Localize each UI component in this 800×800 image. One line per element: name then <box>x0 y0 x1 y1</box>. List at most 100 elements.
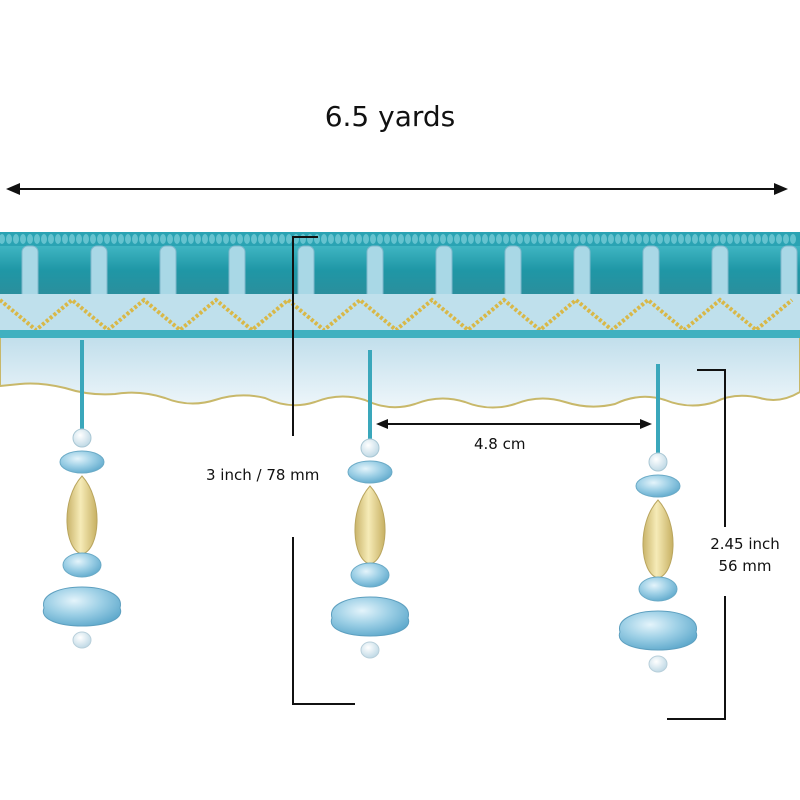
braid-knot <box>125 234 131 244</box>
height-bracket <box>292 236 355 705</box>
braid-knot <box>251 234 257 244</box>
braid-knot <box>314 234 320 244</box>
braid-knot <box>0 234 5 244</box>
braid-knot <box>216 234 222 244</box>
thread-loop <box>711 245 729 303</box>
braid-knot <box>405 234 411 244</box>
braid-knot <box>202 234 208 244</box>
braid-knot <box>636 234 642 244</box>
braid-knot <box>69 234 75 244</box>
braid-knot <box>524 234 530 244</box>
thread-loop <box>90 245 108 303</box>
braid-knot <box>153 234 159 244</box>
braid-knot <box>258 234 264 244</box>
braid-knot <box>461 234 467 244</box>
braid-knot <box>174 234 180 244</box>
spacing-label: 4.8 cm <box>474 435 526 453</box>
braid-knot <box>13 234 19 244</box>
thread-loop <box>780 245 798 303</box>
braid-knot <box>629 234 635 244</box>
braid-knot <box>55 234 61 244</box>
thread-loop <box>159 245 177 303</box>
thread-loop <box>228 245 246 303</box>
spacing-arrow <box>376 419 652 429</box>
braid-knot <box>328 234 334 244</box>
braid-knot <box>83 234 89 244</box>
braid-knot <box>573 234 579 244</box>
braid-knot <box>713 234 719 244</box>
braid-knot <box>272 234 278 244</box>
braid-knot <box>223 234 229 244</box>
braid-knot <box>468 234 474 244</box>
braid-knot <box>433 234 439 244</box>
braid-knot <box>503 234 509 244</box>
braid-knot <box>139 234 145 244</box>
braid-knot <box>370 234 376 244</box>
braid-knot <box>181 234 187 244</box>
braid-knot <box>349 234 355 244</box>
braid-knot <box>412 234 418 244</box>
braid-knot <box>741 234 747 244</box>
braid-knot <box>517 234 523 244</box>
braid-knot <box>41 234 47 244</box>
braid-knot <box>160 234 166 244</box>
thread-loop <box>435 245 453 303</box>
height-label: 3 inch / 78 mm <box>206 466 320 484</box>
braid-knot <box>342 234 348 244</box>
braid-knot <box>6 234 12 244</box>
braid-knot <box>748 234 754 244</box>
braid-knot <box>104 234 110 244</box>
thread-loop <box>573 245 591 303</box>
braid-knot <box>265 234 271 244</box>
braid-knot <box>678 234 684 244</box>
braid-knot <box>566 234 572 244</box>
thread-loop <box>366 245 384 303</box>
braid-knot <box>608 234 614 244</box>
braid-knot <box>622 234 628 244</box>
bead-tassel <box>42 340 122 649</box>
braid-knot <box>209 234 215 244</box>
braid-knot <box>118 234 124 244</box>
thread-loop <box>297 245 315 303</box>
braid-knot <box>538 234 544 244</box>
braid-knot <box>601 234 607 244</box>
braid-knot <box>111 234 117 244</box>
braid-knot <box>671 234 677 244</box>
braid-knot <box>146 234 152 244</box>
braid-knot <box>552 234 558 244</box>
braid-knot <box>706 234 712 244</box>
braid-texture <box>0 234 796 244</box>
braid-knot <box>776 234 782 244</box>
braid-knot <box>167 234 173 244</box>
braid-knot <box>510 234 516 244</box>
braid-knot <box>335 234 341 244</box>
braid-knot <box>587 234 593 244</box>
thread-loop <box>21 245 39 303</box>
braid-knot <box>657 234 663 244</box>
bead-tassel <box>330 350 410 659</box>
thread-loop <box>642 245 660 303</box>
braid-knot <box>48 234 54 244</box>
braid-knot <box>76 234 82 244</box>
braid-knot <box>34 234 40 244</box>
drop-label-inch: 2.45 inch <box>710 535 780 553</box>
braid-knot <box>727 234 733 244</box>
braid-knot <box>692 234 698 244</box>
braid-knot <box>762 234 768 244</box>
braid-knot <box>279 234 285 244</box>
braid-knot <box>321 234 327 244</box>
length-arrow <box>6 183 788 195</box>
braid-knot <box>384 234 390 244</box>
bottom-braid <box>0 330 800 338</box>
braid-knot <box>783 234 789 244</box>
drop-bracket <box>667 369 726 720</box>
braid-knot <box>97 234 103 244</box>
braid-knot <box>615 234 621 244</box>
braid-knot <box>426 234 432 244</box>
braid-knot <box>195 234 201 244</box>
braid-knot <box>545 234 551 244</box>
thread-loop <box>504 245 522 303</box>
braid-knot <box>734 234 740 244</box>
